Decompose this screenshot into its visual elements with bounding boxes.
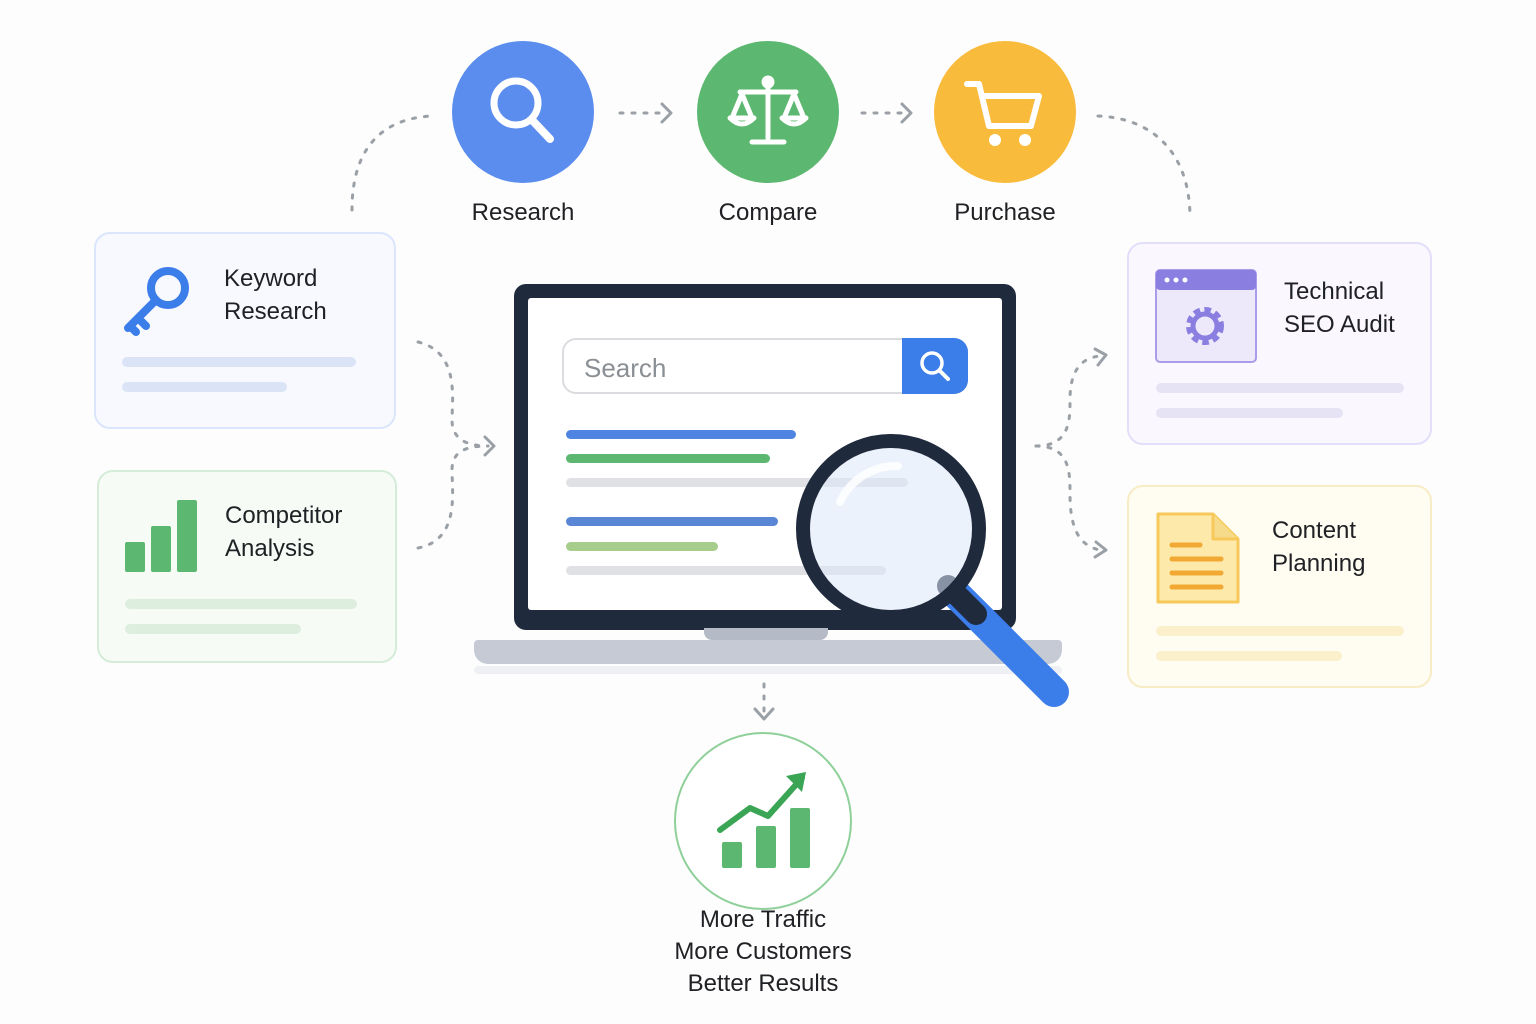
card-keyword-research: Keyword Research [94, 232, 396, 429]
step-compare-label: Compare [718, 199, 818, 226]
result-line [566, 542, 718, 551]
growth-chart-icon [717, 772, 810, 868]
result-line [566, 430, 796, 439]
laptop-base [474, 640, 1062, 664]
card-competitor-line1: Competitor [225, 502, 343, 529]
card-keyword-title: Keyword Research [224, 262, 327, 328]
placeholder-bar [122, 357, 356, 367]
placeholder-bar [1156, 408, 1343, 418]
laptop-shadow [474, 666, 1062, 674]
step-purchase-label: Purchase [954, 199, 1056, 226]
result-line [566, 517, 778, 526]
card-keyword-line1: Keyword [224, 265, 318, 292]
outcome-text: More Traffic More Customers Better Resul… [600, 904, 926, 1000]
placeholder-bar [1156, 383, 1404, 393]
step-research-circle [452, 41, 594, 183]
magnifier-icon [796, 434, 1069, 707]
card-technical-seo-audit: Technical SEO Audit [1127, 242, 1432, 445]
card-competitor-analysis: Competitor Analysis [97, 470, 397, 663]
key-icon [124, 267, 189, 336]
placeholder-bar [125, 599, 357, 609]
card-content-line1: Content [1272, 517, 1357, 544]
outcome-line1: More Traffic [699, 906, 827, 933]
search-button[interactable] [902, 338, 968, 394]
card-technical-line1: Technical [1284, 278, 1385, 305]
search-icon [490, 77, 554, 143]
settings-window-icon [1155, 269, 1257, 363]
document-icon [1156, 512, 1240, 604]
card-keyword-line2: Research [224, 298, 327, 325]
step-compare-circle [697, 41, 839, 183]
result-line [566, 566, 886, 575]
laptop-hinge [704, 628, 828, 640]
step-compare: Compare [668, 41, 868, 227]
card-competitor-line2: Analysis [225, 535, 315, 562]
search-input[interactable]: Search [584, 353, 667, 383]
scales-icon [727, 75, 809, 145]
result-line [566, 454, 770, 463]
step-research-label: Research [471, 199, 575, 226]
step-research: Research [423, 41, 623, 227]
card-content-planning: Content Planning [1127, 485, 1432, 688]
outcome-line2: More Customers [674, 938, 852, 965]
outcome-circle [674, 732, 852, 910]
outcome-line3: Better Results [687, 970, 839, 997]
card-competitor-title: Competitor Analysis [225, 499, 342, 565]
placeholder-bar [1156, 626, 1404, 636]
shopping-cart-icon [964, 81, 1042, 146]
search-bar[interactable]: Search [562, 338, 968, 394]
bar-chart-icon [125, 500, 197, 572]
step-purchase-circle [934, 41, 1076, 183]
card-content-line2: Planning [1272, 550, 1366, 577]
card-content-title: Content Planning [1272, 514, 1365, 580]
placeholder-bar [1156, 651, 1342, 661]
search-icon [920, 351, 950, 381]
placeholder-bar [122, 382, 287, 392]
step-purchase: Purchase [905, 41, 1105, 227]
card-technical-title: Technical SEO Audit [1284, 275, 1395, 341]
result-line [566, 478, 908, 487]
card-technical-line2: SEO Audit [1284, 311, 1395, 338]
placeholder-bar [125, 624, 301, 634]
